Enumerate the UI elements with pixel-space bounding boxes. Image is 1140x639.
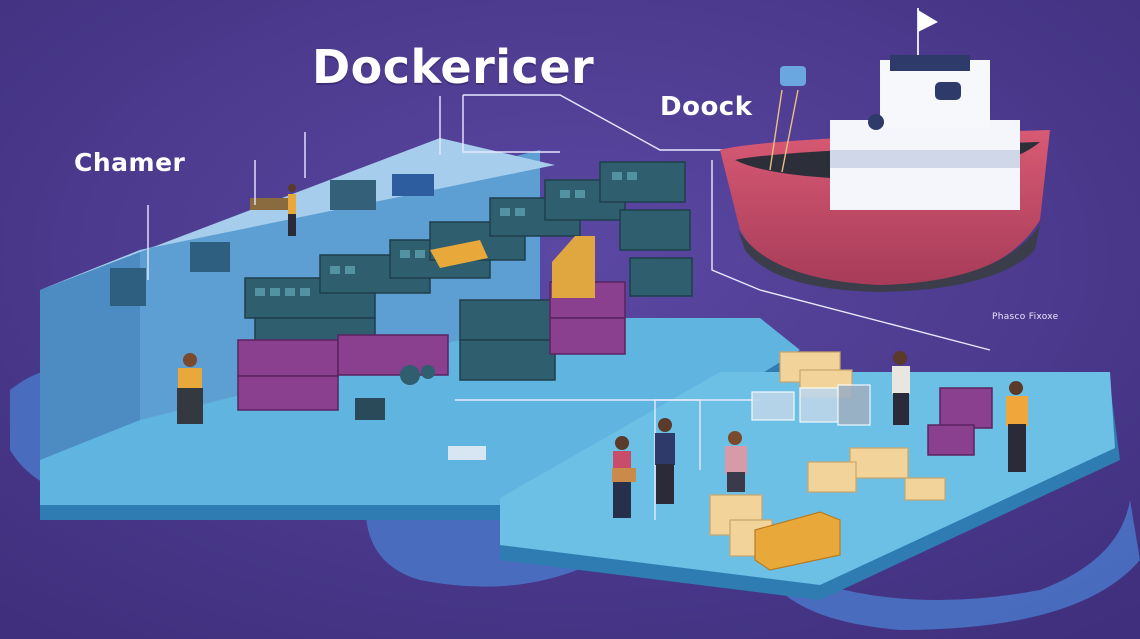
worker-person-icon-1	[177, 353, 203, 424]
glass-boxes	[751, 384, 871, 426]
worker-person-icon-2	[288, 184, 296, 236]
right-caption: Phasco Fixoxe	[992, 312, 1058, 323]
container-stack-teal	[244, 161, 693, 381]
worker-person-icon-3	[612, 436, 636, 518]
crane-hook	[780, 66, 806, 86]
worker-person-icon-7	[1006, 381, 1028, 472]
orange-crate	[754, 511, 841, 571]
cargo-ship-icon	[720, 8, 1050, 292]
worker-person-icon-4	[655, 418, 675, 504]
chamer-label: Chamer	[74, 148, 186, 177]
orange-block	[430, 236, 595, 298]
right-caption-text: Phasco Fixoxe	[992, 312, 1059, 322]
ship-label: Doock	[660, 92, 753, 122]
container-stack-grid-details	[255, 172, 637, 296]
worker-person-icon-6	[892, 351, 910, 425]
container-stack-purple	[237, 281, 993, 456]
worker-person-icon-5	[725, 431, 747, 492]
flag-icon	[918, 10, 938, 32]
gear-cluster	[355, 365, 486, 460]
warehouse-icon-box	[110, 268, 146, 306]
connector-lines	[147, 94, 991, 520]
page-title: Dockericer	[312, 40, 595, 94]
